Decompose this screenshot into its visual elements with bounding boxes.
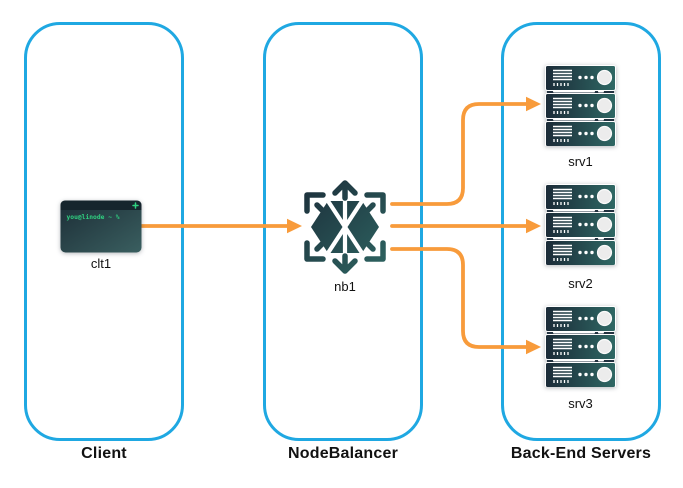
column-title-nodebalancer: NodeBalancer: [288, 445, 398, 462]
nb-arrow-ne: [356, 192, 386, 222]
node-label-srv1: srv1: [568, 154, 593, 169]
terminal-icon: you@linode ~ %: [60, 200, 142, 253]
node-label-clt1: clt1: [90, 256, 112, 271]
node-label-srv3: srv3: [568, 396, 593, 411]
column-nodebalancer: [263, 22, 423, 441]
nodebalancer-icon: [304, 180, 386, 274]
column-title-client: Client: [81, 445, 127, 462]
server-stack-icon-srv3: [545, 306, 616, 387]
nb-arrow-up: [332, 180, 358, 201]
nb-arrow-se: [356, 232, 386, 262]
node-label-nb1: nb1: [334, 279, 356, 294]
column-title-backend-servers: Back-End Servers: [510, 445, 652, 462]
server-stack-icon-srv2: [545, 184, 616, 265]
terminal-prompt-text: you@linode ~ %: [67, 213, 120, 221]
column-client: [24, 22, 184, 441]
server-stack-icon-srv1: [545, 65, 616, 146]
nb-arrow-sw: [304, 232, 334, 262]
nb-arrow-down: [332, 253, 358, 274]
node-label-srv2: srv2: [568, 276, 593, 291]
nb-arrow-nw: [304, 192, 334, 222]
column-backend-servers: [501, 22, 661, 441]
terminal-plus-icon: [132, 202, 139, 209]
